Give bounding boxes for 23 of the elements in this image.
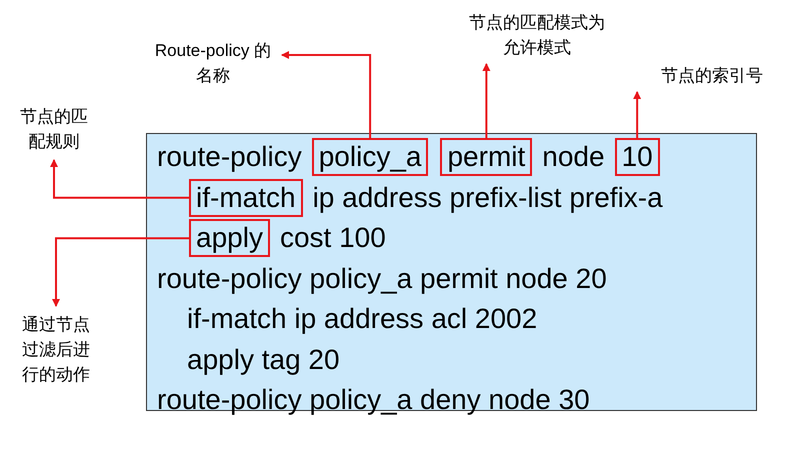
- highlight-box: permit: [440, 138, 532, 176]
- arrow: [281, 51, 372, 138]
- annotation-text: 节点的索引号: [652, 63, 772, 88]
- arrow: [50, 159, 189, 199]
- arrow: [52, 237, 189, 307]
- highlight-box: 10: [614, 138, 660, 176]
- annotation-text: Route-policy 的名称: [148, 38, 278, 88]
- code-text: route-policy policy_a permit node 20: [157, 262, 607, 296]
- annotation-text: 通过节点过滤后进行的动作: [14, 312, 98, 387]
- code-text: route-policy policy_a deny node 30: [157, 383, 590, 418]
- code-text: ip address prefix-list prefix-a: [312, 180, 663, 215]
- highlight-box: policy_a: [312, 138, 428, 176]
- annotation-text: 节点的匹配模式为允许模式: [462, 10, 612, 60]
- arrow: [633, 91, 642, 138]
- code-text: route-policy: [157, 140, 302, 174]
- highlight-box: apply: [189, 219, 270, 258]
- code-text: apply tag 20: [187, 342, 340, 377]
- code-text: node: [542, 140, 605, 174]
- code-text: cost 100: [280, 221, 386, 256]
- highlight-box: if-match: [189, 178, 303, 217]
- annotation-text: 节点的匹配规则: [14, 104, 94, 154]
- code-text: if-match ip address acl 2002: [187, 302, 538, 336]
- arrow: [482, 63, 490, 138]
